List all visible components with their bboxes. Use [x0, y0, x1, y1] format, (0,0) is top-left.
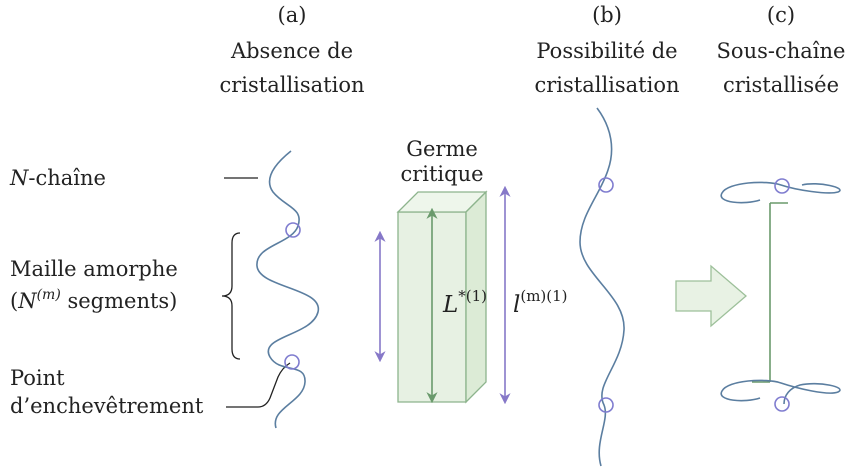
mesh-label-line1: Maille amorphe: [10, 257, 178, 281]
panel-b-title: (b) Possibilité de cristallisation: [534, 3, 679, 97]
panel-b-title-line1: Possibilité de: [536, 39, 677, 63]
panel-a-title: (a) Absence de cristallisation: [219, 3, 364, 97]
panel-b-entanglement-bottom: [598, 397, 614, 413]
n-chain-label: N-chaîne: [9, 166, 106, 190]
entanglement-label-line2: d’enchevêtrement: [10, 394, 204, 418]
mesh-brace: [221, 232, 241, 360]
critical-length-main: L: [442, 292, 458, 318]
panel-b-entanglement-top: [598, 177, 614, 193]
mesh-segments-text: segments): [61, 289, 178, 313]
mesh-open-paren: (: [10, 289, 18, 313]
panel-a-entanglement-top: [285, 222, 301, 238]
panel-a-chain: [256, 150, 319, 429]
panel-c-bottom-folds: [720, 379, 841, 405]
panel-a-title-line2: cristallisation: [219, 73, 364, 97]
entanglement-leader-line: [226, 362, 291, 408]
panel-a-title-line1: Absence de: [230, 39, 353, 63]
critical-length-superscript: *(1): [458, 287, 487, 305]
panel-c-letter: (c): [767, 3, 795, 27]
panel-c-subchain: [720, 178, 841, 412]
panel-b-chain: [579, 107, 625, 467]
mesh-n-superscript: (m): [37, 287, 61, 303]
panel-c-entanglement-top: [774, 178, 790, 194]
mesh-label-line2: (N(m) segments): [10, 287, 177, 313]
panel-b-letter: (b): [592, 3, 622, 27]
mesh-n: N: [17, 289, 37, 313]
mesh-crystal-length-superscript: (m)(1): [520, 287, 567, 305]
panel-a-entanglement-bottom: [284, 354, 300, 370]
critical-length-label: L*(1): [442, 287, 487, 318]
mesh-crystal-length-main: l: [513, 292, 520, 318]
nucleus-title-line2: critique: [400, 162, 483, 186]
panel-c-entanglement-bottom: [774, 396, 790, 412]
prism-side-face: [465, 190, 487, 404]
panel-c-top-folds: [720, 181, 841, 204]
panel-c-title: (c) Sous-chaîne cristallisée: [717, 3, 846, 97]
panel-b-title-line2: cristallisation: [534, 73, 679, 97]
nucleus-title-line1: Germe: [406, 137, 478, 161]
n-chain-label-n: N: [9, 166, 29, 190]
panel-c-title-line2: cristallisée: [723, 73, 839, 97]
transformation-arrow: [675, 264, 747, 328]
panel-c-title-line1: Sous-chaîne: [717, 39, 846, 63]
panel-a-letter: (a): [278, 3, 307, 27]
n-chain-label-rest: -chaîne: [28, 166, 106, 190]
entanglement-label-line1: Point: [10, 366, 65, 390]
mesh-crystal-length-label: l(m)(1): [513, 287, 568, 318]
